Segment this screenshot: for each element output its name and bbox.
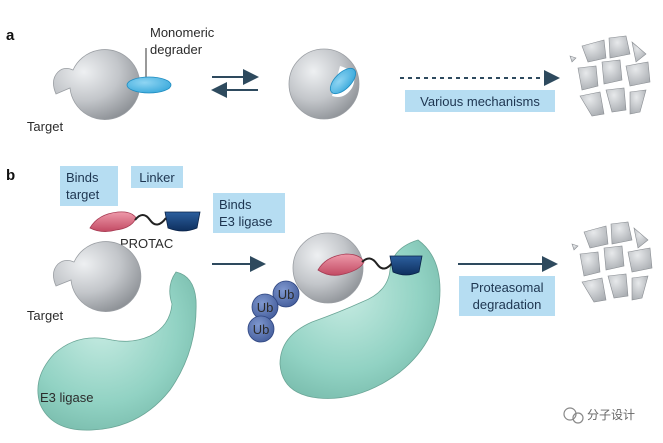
various-mechanisms-box (405, 90, 555, 112)
target-protein-a (53, 49, 141, 120)
ubiquitin-chain (247, 280, 300, 343)
e3-ligase-left (37, 271, 197, 431)
binds-target-line2: target (66, 187, 100, 202)
binds-target-line1: Binds (66, 170, 99, 185)
monomeric-degrader (126, 76, 172, 94)
ubiquitin-3-label: Ub (253, 322, 270, 337)
complex-linker (361, 257, 394, 270)
complex-target-ligand (317, 253, 365, 276)
degrader-label-line1: Monomeric (150, 25, 215, 40)
degraded-fragments-b (571, 221, 653, 303)
target-label-a: Target (27, 119, 64, 134)
ubiquitin-1-label: Ub (278, 287, 295, 302)
panel-a-label: a (6, 27, 15, 44)
degraded-fragments-a (569, 35, 651, 117)
target-label-b: Target (27, 308, 64, 323)
binds-e3-line2: E3 ligase (219, 214, 272, 229)
wechat-watermark: 分子设计 (563, 407, 635, 424)
protac-linker (134, 214, 167, 226)
proteasomal-line1: Proteasomal (471, 280, 544, 295)
target-protein-b (53, 241, 142, 312)
binds-target-box (60, 166, 118, 206)
bound-degrader (329, 67, 357, 95)
binds-e3-box (213, 193, 285, 233)
various-mechanisms-label: Various mechanisms (420, 94, 540, 109)
ubiquitin-2-label: Ub (257, 300, 274, 315)
linker-box (131, 166, 183, 188)
ternary-complex (279, 232, 441, 399)
e3-ligase-label: E3 ligase (40, 390, 93, 405)
linker-label: Linker (139, 170, 175, 185)
ubiquitin-3 (247, 315, 275, 343)
binds-e3-line1: Binds (219, 197, 252, 212)
degrader-label-line2: degrader (150, 42, 203, 57)
ubiquitin-1 (272, 280, 300, 308)
watermark-text: 分子设计 (587, 408, 635, 422)
e3-ligase-complex (279, 239, 441, 399)
protac-molecule (89, 211, 201, 232)
protac-e3-ligand (164, 211, 201, 232)
complex-e3-ligand (389, 255, 423, 276)
protac-target-ligand (89, 211, 137, 232)
panel-b-label: b (6, 167, 15, 184)
protac-label: PROTAC (120, 236, 173, 251)
proteasomal-line2: degradation (473, 297, 542, 312)
proteasomal-degradation-box (459, 276, 555, 316)
